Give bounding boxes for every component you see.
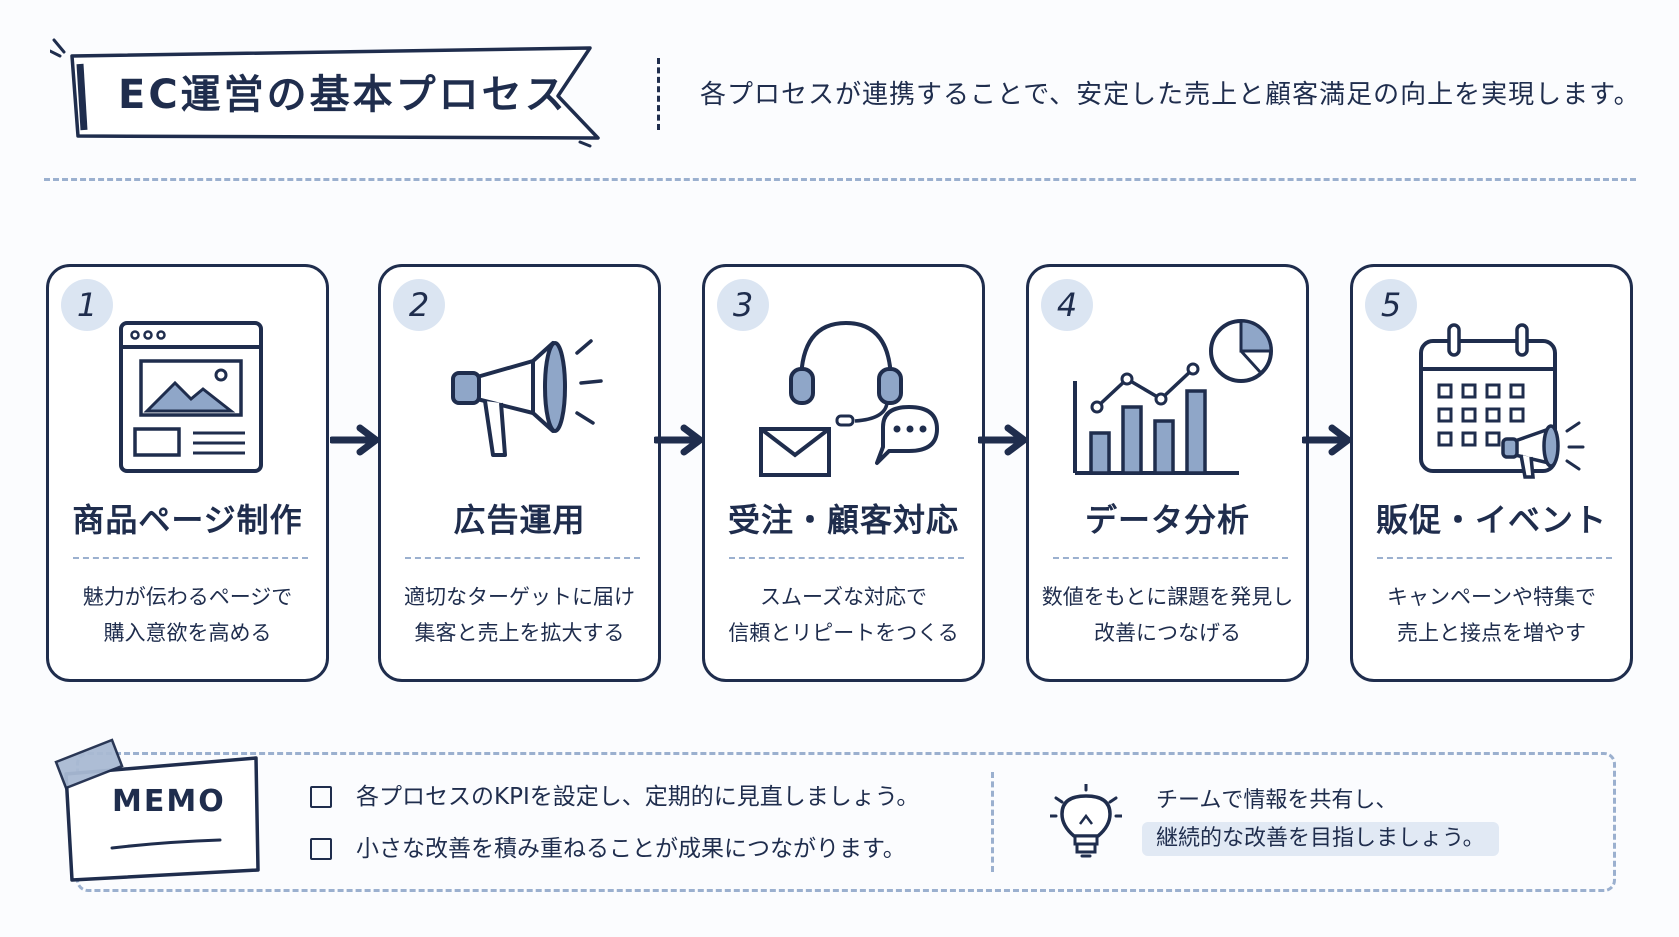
step-title: 広告運用 bbox=[453, 501, 586, 539]
desc-line: スムーズな対応で bbox=[760, 585, 927, 609]
step-title: データ分析 bbox=[1084, 501, 1250, 539]
megaphone-icon bbox=[451, 339, 603, 457]
header-divider bbox=[657, 58, 660, 130]
step-card-1: 1 商品ページ制作 魅力が伝わるページで 購入意欲を高める bbox=[46, 264, 329, 682]
step-description: 適切なターゲットに届け 集客と売上を拡大する bbox=[381, 579, 658, 651]
desc-line: 信頼とリピートをつくる bbox=[728, 621, 959, 645]
step-number: 4 bbox=[1041, 279, 1093, 331]
step-description: キャンペーンや特集で 売上と接点を増やす bbox=[1353, 579, 1630, 651]
step-description: 数値をもとに課題を発見し 改善につなげる bbox=[1029, 579, 1306, 651]
section-divider bbox=[44, 178, 1636, 181]
memo-label: MEMO bbox=[112, 784, 226, 819]
desc-line: 改善につなげる bbox=[1094, 621, 1241, 645]
step-card-2: 2 広告運用 適切なターゲットに届け 集客と売上を拡大する bbox=[378, 264, 661, 682]
step-description: スムーズな対応で 信頼とリピートをつくる bbox=[705, 579, 982, 651]
card-divider bbox=[1053, 557, 1288, 559]
memo-divider bbox=[991, 772, 994, 872]
title-banner: EC運営の基本プロセス bbox=[50, 38, 610, 148]
desc-line: 購入意欲を高める bbox=[103, 621, 272, 645]
step-number: 5 bbox=[1365, 279, 1417, 331]
desc-line: 数値をもとに課題を発見し bbox=[1041, 585, 1294, 609]
step-title: 商品ページ制作 bbox=[72, 501, 303, 539]
card-divider bbox=[729, 557, 964, 559]
step-card-4: 4 データ分析 数値をもとに課題を発見し 改善につなげる bbox=[1026, 264, 1309, 682]
step-number: 3 bbox=[717, 279, 769, 331]
page-title: EC運営の基本プロセス bbox=[118, 72, 568, 118]
step-title: 受注・顧客対応 bbox=[727, 501, 959, 539]
memo-note-icon bbox=[54, 738, 260, 882]
checklist-text: 小さな改善を積み重ねることが成果につながります。 bbox=[356, 836, 906, 862]
desc-line: キャンペーンや特集で bbox=[1387, 585, 1596, 609]
step-title: 販促・イベント bbox=[1375, 501, 1607, 539]
desc-line: 集客と売上を拡大する bbox=[414, 621, 625, 645]
desc-line: 適切なターゲットに届け bbox=[404, 585, 635, 609]
tip-text-line-1: チームで情報を共有し、 bbox=[1156, 788, 1398, 813]
card-divider bbox=[1377, 557, 1612, 559]
lightbulb-icon bbox=[1050, 784, 1122, 858]
step-number: 2 bbox=[393, 279, 445, 331]
calendar-megaphone-icon bbox=[1419, 323, 1585, 479]
desc-line: 魅力が伝わるページで bbox=[82, 585, 293, 609]
step-card-3: 3 受注・顧客対応 スムーズな対応で 信頼とリピートをつくる bbox=[702, 264, 985, 682]
arrow-right-icon bbox=[328, 422, 384, 458]
webpage-icon bbox=[119, 321, 263, 473]
arrow-right-icon bbox=[1300, 422, 1356, 458]
checkbox[interactable] bbox=[310, 786, 332, 808]
page-subtitle: 各プロセスが連携することで、安定した売上と顧客満足の向上を実現します。 bbox=[700, 80, 1641, 110]
step-number: 1 bbox=[61, 279, 113, 331]
headset-mail-chat-icon bbox=[759, 320, 939, 477]
checkbox[interactable] bbox=[310, 838, 332, 860]
card-divider bbox=[405, 557, 640, 559]
step-description: 魅力が伝わるページで 購入意欲を高める bbox=[49, 579, 326, 651]
banner-ribbon-icon bbox=[50, 38, 600, 148]
step-card-5: 5 販促・イベント キャンペーンや特集で 売上と接点を増やす bbox=[1350, 264, 1633, 682]
checklist-text: 各プロセスのKPIを設定し、定期的に見直しましょう。 bbox=[356, 784, 920, 810]
arrow-right-icon bbox=[976, 422, 1032, 458]
desc-line: 売上と接点を増やす bbox=[1397, 621, 1586, 645]
card-divider bbox=[73, 557, 308, 559]
arrow-right-icon bbox=[652, 422, 708, 458]
analytics-chart-icon bbox=[1073, 319, 1273, 475]
tip-text-line-2: 継続的な改善を目指しましょう。 bbox=[1142, 822, 1499, 856]
